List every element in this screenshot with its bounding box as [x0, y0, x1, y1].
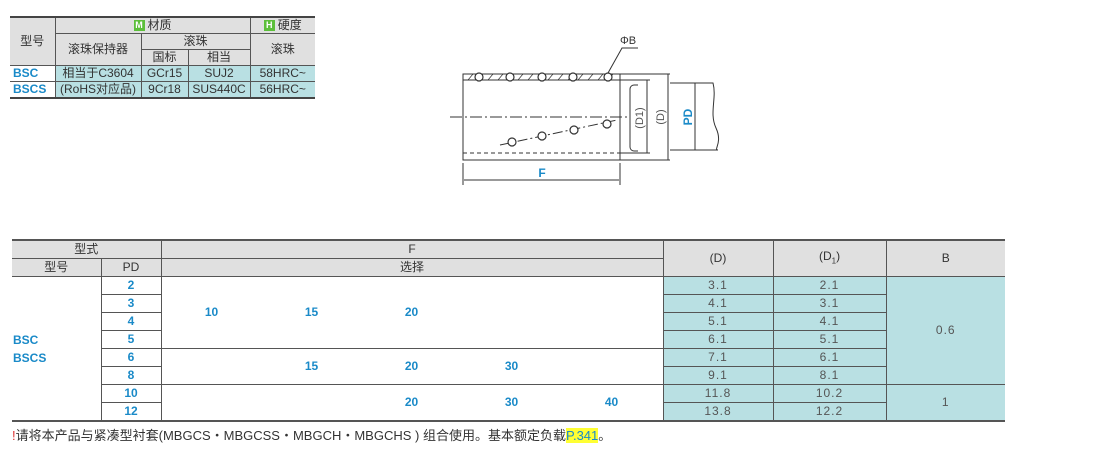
- header-gb: 国标: [141, 49, 189, 66]
- d1-cell: 4.1: [772, 312, 887, 331]
- d-cell: 6.1: [662, 330, 774, 349]
- equiv-cell: SUS440C: [187, 81, 251, 99]
- page-link[interactable]: P.341: [565, 428, 599, 443]
- d1-label: (D1): [634, 107, 646, 128]
- pd-cell: 2: [100, 276, 162, 295]
- d1-cell: 6.1: [772, 348, 887, 367]
- header-type: 型式: [12, 239, 162, 259]
- hardness-cell: 56HRC~: [249, 81, 316, 99]
- b-cell: 1: [885, 384, 1006, 422]
- d1-cell: 8.1: [772, 366, 887, 385]
- b-cell: 0.6: [885, 276, 1006, 385]
- pd-label: PD: [681, 108, 695, 125]
- d1-cell: 12.2: [772, 402, 887, 422]
- f-select-cell: 15 20 30: [160, 348, 664, 385]
- equiv-cell: SUJ2: [187, 65, 251, 82]
- pd-cell: 12: [100, 402, 162, 422]
- f-value: 40: [604, 395, 619, 409]
- retainer-cell: (RoHS对应品): [54, 81, 142, 99]
- d-cell: 5.1: [662, 312, 774, 331]
- header-equiv: 相当: [187, 49, 251, 66]
- header-model: 型号: [12, 258, 102, 277]
- header-ball: 滚珠: [140, 33, 251, 50]
- d-label: (D): [655, 109, 667, 124]
- f-value: 30: [504, 359, 519, 373]
- header-f: F: [160, 239, 664, 259]
- pd-cell: 5: [100, 330, 162, 349]
- f-value: 30: [504, 395, 519, 409]
- pd-cell: 10: [100, 384, 162, 403]
- f-value: 20: [404, 305, 419, 319]
- note-end: 。: [598, 428, 612, 443]
- header-d1: (D1): [772, 239, 887, 277]
- phi-b-label: ΦB: [620, 35, 636, 47]
- d1-cell: 3.1: [772, 294, 887, 313]
- f-select-cell: 10 15 20: [160, 276, 664, 349]
- warning-icon: !: [12, 428, 16, 443]
- f-value: [262, 394, 362, 411]
- pd-cell: 3: [100, 294, 162, 313]
- model-cell: BSCS: [10, 81, 56, 99]
- ball-retainer-diagram: ΦB (D1) (D) PD F: [450, 35, 720, 185]
- pd-cell: 6: [100, 348, 162, 367]
- f-value: 15: [304, 359, 319, 373]
- pd-cell: 4: [100, 312, 162, 331]
- material-tag-icon: M: [133, 20, 145, 31]
- hardness-cell: 58HRC~: [249, 65, 316, 82]
- f-value: [162, 394, 262, 411]
- d-cell: 13.8: [662, 402, 774, 422]
- d1-cell: 10.2: [772, 384, 887, 403]
- d-cell: 3.1: [662, 276, 774, 295]
- f-value: [162, 358, 262, 375]
- header-d: (D): [662, 239, 774, 277]
- header-pd: PD: [100, 258, 162, 277]
- d-cell: 9.1: [662, 366, 774, 385]
- f-value: [562, 304, 662, 321]
- f-value: [562, 358, 662, 375]
- header-ball-hardness: 滚珠: [249, 33, 316, 66]
- d-cell: 11.8: [662, 384, 774, 403]
- d-cell: 4.1: [662, 294, 774, 313]
- header-b: B: [885, 239, 1006, 277]
- gb-cell: GCr15: [140, 65, 189, 82]
- f-value: 15: [304, 305, 319, 319]
- d1-cell: 2.1: [772, 276, 887, 295]
- f-value: 20: [404, 359, 419, 373]
- pd-cell: 8: [100, 366, 162, 385]
- header-retainer: 滚珠保持器: [55, 33, 142, 66]
- gb-cell: 9Cr18: [140, 81, 189, 99]
- f-select-cell: 20 30 40: [160, 384, 664, 422]
- d-cell: 7.1: [662, 348, 774, 367]
- f-value: 10: [204, 305, 219, 319]
- header-model: 型号: [10, 16, 56, 66]
- footnote: !请将本产品与紧凑型衬套(MBGCS・MBGCSS・MBGCH・MBGCHS )…: [12, 425, 611, 444]
- retainer-cell: 相当于C3604: [54, 65, 142, 82]
- f-value: [462, 304, 562, 321]
- f-label: F: [538, 166, 545, 180]
- note-text: 请将本产品与紧凑型衬套(MBGCS・MBGCSS・MBGCH・MBGCHS ) …: [15, 428, 566, 443]
- model-cell: BSC: [10, 65, 56, 82]
- header-select: 选择: [160, 258, 664, 277]
- hardness-tag-icon: H: [263, 20, 275, 31]
- f-value: 20: [404, 395, 419, 409]
- d1-cell: 5.1: [772, 330, 887, 349]
